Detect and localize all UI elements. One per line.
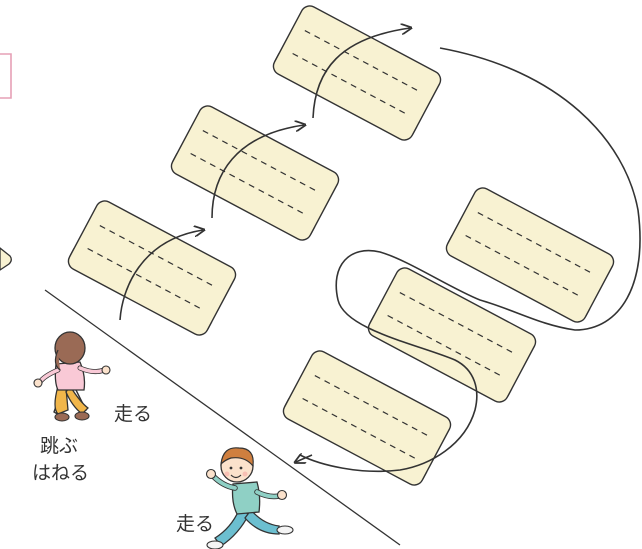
- running-girl-icon: [34, 332, 110, 421]
- label-jump: 跳ぶ: [40, 435, 78, 457]
- running-boy-icon: [207, 448, 294, 549]
- label-run-boy: 走る: [176, 513, 214, 535]
- mat-right-3: [280, 348, 453, 488]
- mat-stair-2: [168, 103, 341, 243]
- label-run-girl: 走る: [114, 403, 152, 425]
- label-hop: はねる: [32, 462, 89, 484]
- pink-frame-fragment: [0, 54, 11, 98]
- mat-partial-left: [0, 248, 11, 270]
- mat-stair-3: [270, 3, 443, 143]
- mat-stair-1: [65, 198, 238, 338]
